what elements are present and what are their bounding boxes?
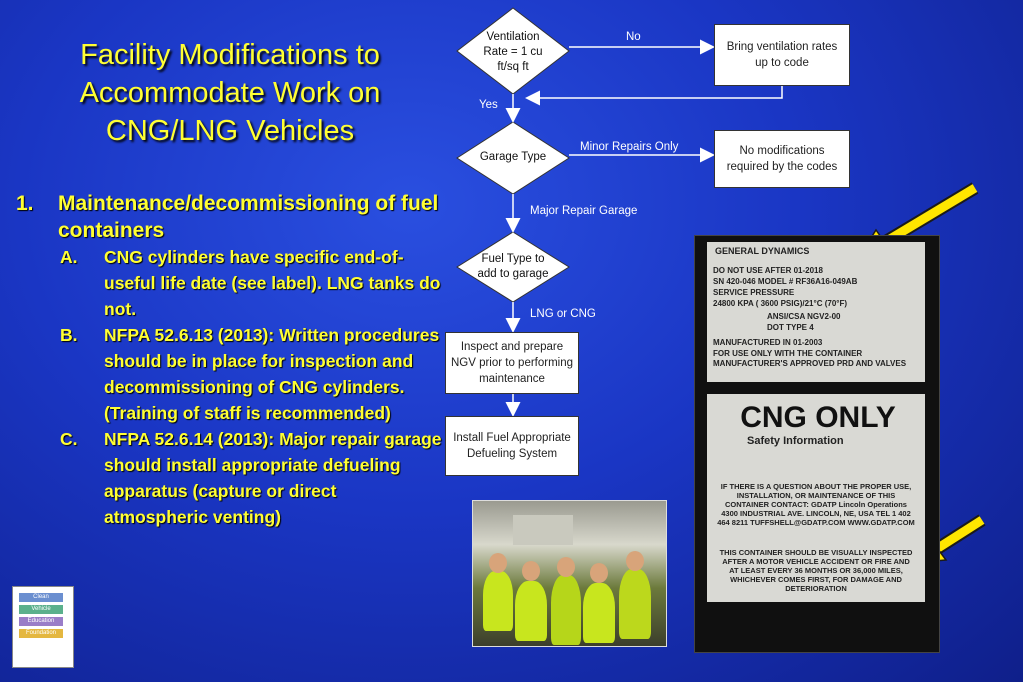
sub-number: A. [60,247,78,267]
label-inspect: THIS CONTAINER SHOULD BE VISUALLY INSPEC… [719,548,913,593]
sub-item-text: NFPA 52.6.13 (2013): Written procedures … [104,325,440,423]
label-question: IF THERE IS A QUESTION ABOUT THE PROPER … [717,482,915,527]
logo-line: Foundation [19,629,63,638]
logo-line: Clean [19,593,63,602]
edge-label-major: Major Repair Garage [530,205,638,217]
edge-label-lng-cng: LNG or CNG [530,308,596,320]
list-item-1: 1. Maintenance/decommissioning of fuel c… [12,190,442,244]
label-line3: SERVICE PRESSURE [713,288,795,297]
logo-line: Vehicle [19,605,63,614]
label-line5: ANSI/CSA NGV2-00 [767,312,841,321]
edge-label-minor: Minor Repairs Only [580,141,679,153]
workers-photo [472,500,667,647]
list-number: 1. [16,192,34,215]
label-line2: SN 420-046 MODEL # RF36A16-049AB [713,277,858,286]
clean-vehicle-logo: Clean Vehicle Education Foundation [12,586,74,668]
label-line4: 24800 KPA ( 3600 PSIG)/21°C (70°F) [713,299,848,308]
edge-label-yes: Yes [479,99,498,111]
label-line7: MANUFACTURED IN 01-2003 [713,338,823,347]
cylinder-label: GENERAL DYNAMICS DO NOT USE AFTER 01-201… [707,242,925,602]
sub-number: B. [60,325,78,345]
label-line1: DO NOT USE AFTER 01-2018 [713,266,823,275]
slide-title: Facility Modifications to Accommodate Wo… [79,39,381,147]
slide-body: 1. Maintenance/decommissioning of fuel c… [12,190,442,530]
box-install-defueling: Install Fuel Appropriate Defueling Syste… [445,416,579,476]
sub-item-a: A. CNG cylinders have specific end-of-us… [12,244,442,322]
list-item-text: Maintenance/decommissioning of fuel cont… [58,192,439,242]
decision-ventilation: Ventilation Rate = 1 cu ft/sq ft [483,31,543,73]
sub-item-c: C. NFPA 52.6.14 (2013): Major repair gar… [12,426,442,530]
decision-fuel: Fuel Type to add to garage [477,253,549,280]
label-line6: DOT TYPE 4 [767,323,814,332]
label-safety: Safety Information [747,435,844,447]
label-brand: GENERAL DYNAMICS [715,246,810,256]
sub-number: C. [60,429,78,449]
sub-item-b: B. NFPA 52.6.13 (2013): Written procedur… [12,322,442,426]
arrow-return [525,86,783,106]
label-cng-only: CNG ONLY [740,401,896,434]
decision-garage: Garage Type [479,151,547,163]
sub-item-text: NFPA 52.6.14 (2013): Major repair garage… [104,429,442,527]
sub-item-text: CNG cylinders have specific end-of-usefu… [104,247,441,319]
box-inspect-ngv: Inspect and prepare NGV prior to perform… [445,332,579,394]
edge-label-no: No [626,31,641,43]
cng-cylinder-label-photo: GENERAL DYNAMICS DO NOT USE AFTER 01-201… [694,235,940,653]
logo-line: Education [19,617,63,626]
box-bring-ventilation: Bring ventilation rates up to code [714,24,850,86]
label-line8: FOR USE ONLY WITH THE CONTAINER MANUFACT… [713,349,907,368]
box-no-modifications: No modifications required by the codes [714,130,850,188]
